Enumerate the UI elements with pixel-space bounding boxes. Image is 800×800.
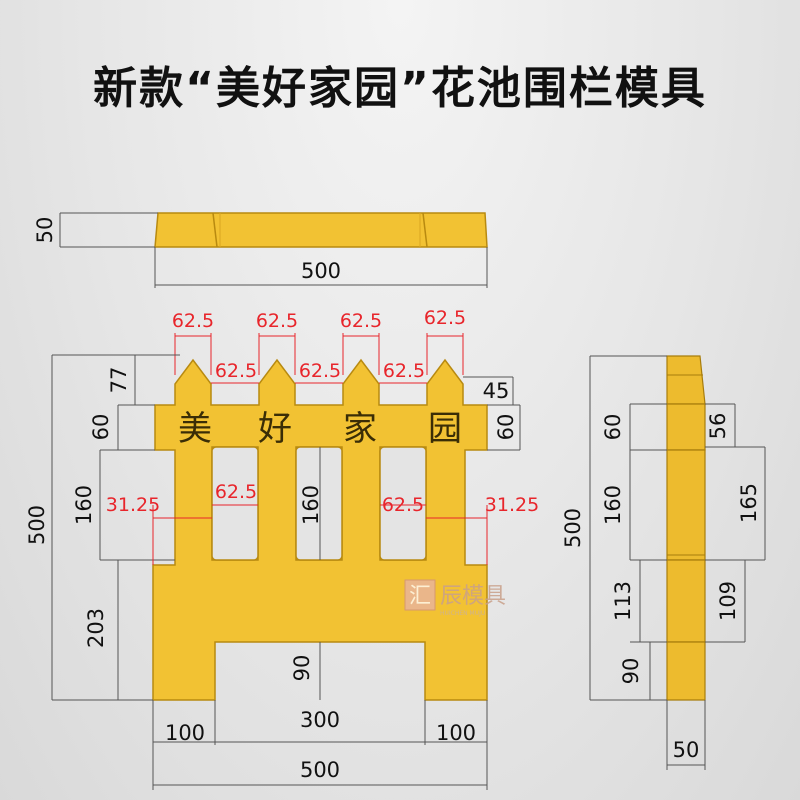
side-d113-label: 113 (611, 581, 635, 621)
side-view: 500 60 160 113 90 56 165 109 50 (561, 355, 766, 770)
window-2 (295, 446, 343, 561)
picket-gap-3: 62.5 (383, 360, 425, 382)
cutout-height-label: 90 (290, 655, 314, 682)
picket-width-3: 62.5 (340, 310, 382, 332)
lower-left-label: 203 (84, 608, 108, 648)
bottom-width-label: 500 (300, 758, 340, 782)
window-width-right-label: 62.5 (382, 494, 424, 516)
top-view-bar (154, 212, 488, 248)
front-height-label: 500 (25, 505, 49, 545)
side-thickness-label: 50 (673, 738, 700, 762)
side-d56-label: 56 (706, 413, 730, 440)
watermark-logo-char: 汇 (409, 584, 431, 609)
margin-left-label: 31.25 (106, 494, 160, 516)
side-segment-top (666, 355, 706, 405)
emboss-char-3: 家 (343, 409, 377, 449)
side-height-label: 500 (561, 508, 585, 548)
watermark-text: 辰模具 (440, 584, 506, 609)
rail-left-label: 60 (89, 414, 113, 441)
top-step-label: 45 (483, 379, 510, 403)
emboss-char-4: 园 (428, 409, 462, 449)
side-segment-mid (666, 449, 706, 561)
picket-width-2: 62.5 (256, 310, 298, 332)
fence-panel (152, 358, 488, 701)
picket-gap-1: 62.5 (215, 360, 257, 382)
front-view: 美 好 家 园 62.5 62.5 62.5 62.5 62.5 62.5 62… (25, 307, 539, 790)
top-view: 50 500 (33, 212, 488, 288)
leg-right-label: 100 (436, 721, 476, 745)
emboss-char-2: 好 (258, 409, 292, 449)
picket-gap-2: 62.5 (299, 360, 341, 382)
picket-width-4: 62.5 (424, 307, 466, 329)
watermark-small-text: HUICHEN MUJU (440, 610, 485, 617)
watermark-logo-icon (404, 579, 436, 611)
side-segment-bottom (666, 641, 706, 701)
top-width-label: 500 (301, 259, 341, 283)
side-d109-label: 109 (716, 581, 740, 621)
picket-width-1: 62.5 (172, 310, 214, 332)
side-d90-label: 90 (619, 658, 643, 685)
side-d160-label: 160 (601, 485, 625, 525)
window-height-left-label: 160 (72, 485, 96, 525)
window-width-left-label: 62.5 (215, 481, 257, 503)
page-title: 新款“美好家园”花池围栏模具 (93, 63, 707, 114)
window-1 (211, 446, 259, 561)
watermark: 汇 辰模具 HUICHEN MUJU (404, 579, 506, 617)
window-height-center-label: 160 (299, 485, 323, 525)
spike-height-label: 77 (107, 367, 131, 394)
side-d165-label: 165 (737, 483, 761, 523)
cutout-width-label: 300 (300, 708, 340, 732)
top-thickness-label: 50 (33, 217, 57, 244)
margin-right-label: 31.25 (485, 494, 539, 516)
rail-right-label: 60 (494, 414, 518, 441)
side-d60-label: 60 (601, 414, 625, 441)
window-3 (379, 446, 427, 561)
emboss-char-1: 美 (178, 409, 212, 449)
leg-left-label: 100 (165, 721, 205, 745)
